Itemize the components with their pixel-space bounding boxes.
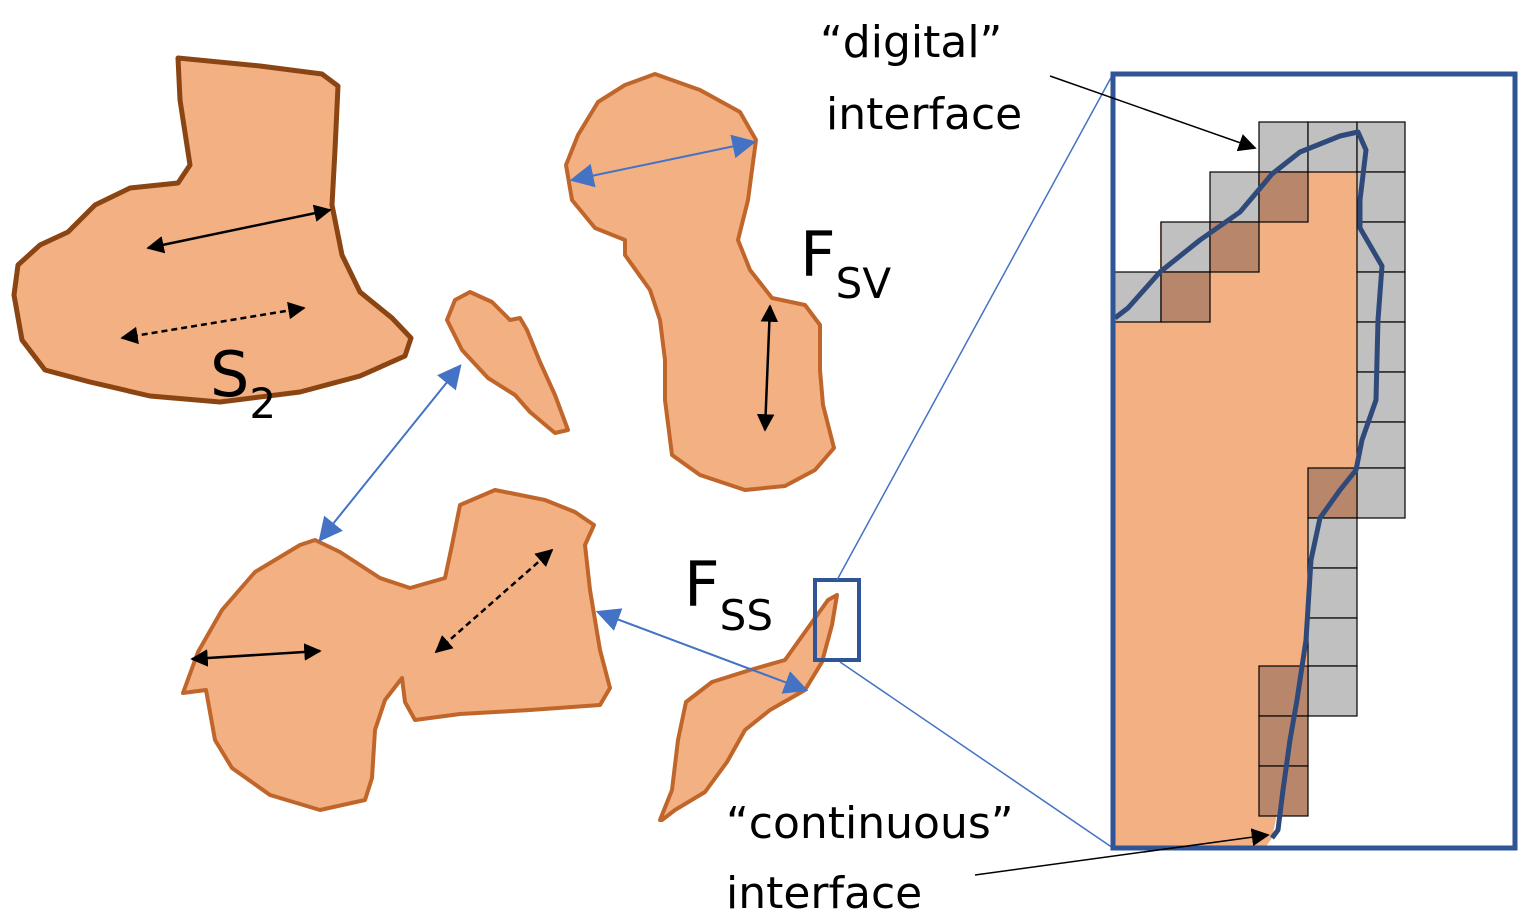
zoom-inset bbox=[1110, 71, 1518, 851]
callout-arrow-digital bbox=[1049, 75, 1257, 152]
zoom-line-top bbox=[836, 73, 1114, 581]
label-s2: S2 bbox=[210, 338, 276, 428]
inset-continuous-curve bbox=[1113, 129, 1385, 840]
particle-top-center bbox=[564, 72, 836, 492]
size-arrow-top-center-neck bbox=[756, 304, 779, 432]
size-arrow-top-left bbox=[146, 204, 332, 254]
callout-arrow-continuous bbox=[974, 828, 1270, 876]
dashed-arrow-bottom-left bbox=[434, 548, 554, 654]
label-continuous-line1: “continuous” bbox=[726, 798, 1014, 849]
label-continuous-line2: interface bbox=[726, 868, 922, 919]
label-fss: FSS bbox=[684, 548, 773, 640]
blue-arrow-sliver-to-bottom-left bbox=[318, 364, 462, 542]
blue-arrow-ss-contact bbox=[595, 608, 809, 694]
particle-small-sliver bbox=[445, 290, 570, 435]
label-fsv: FSV bbox=[800, 218, 891, 308]
zoom-line-bottom bbox=[839, 661, 1114, 849]
blue-arrow-top-center bbox=[569, 134, 757, 188]
label-digital-line2: interface bbox=[826, 89, 1022, 140]
dashed-arrow-top-left bbox=[120, 301, 306, 345]
particle-bottom-left bbox=[181, 488, 612, 812]
label-digital-line1: “digital” bbox=[820, 17, 1002, 68]
inset-frame bbox=[1110, 71, 1518, 851]
size-arrow-bottom-left bbox=[190, 643, 322, 667]
